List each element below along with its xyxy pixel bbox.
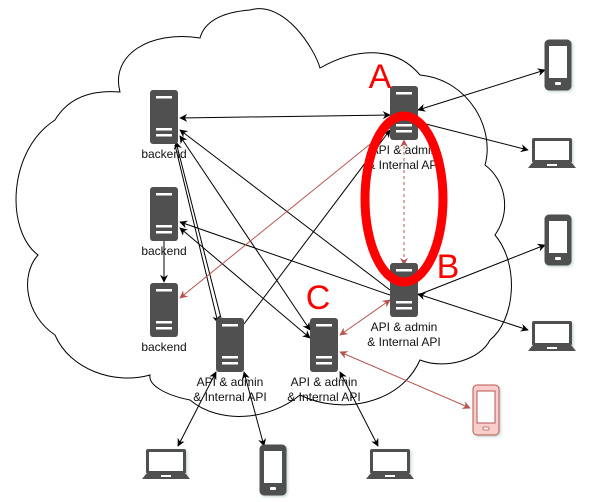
- server-slot: [156, 193, 172, 196]
- server-slot: [156, 128, 172, 131]
- node-phone3[interactable]: [472, 384, 500, 436]
- edges-layer: [160, 68, 546, 447]
- edge-apiD-phone4: [242, 371, 266, 447]
- node-label-line1: API & admin: [197, 375, 264, 389]
- node-backend1[interactable]: backend: [141, 90, 187, 161]
- node-apiD[interactable]: API & admin& Internal API: [193, 318, 267, 404]
- node-label: backend: [141, 340, 186, 354]
- node-phone4[interactable]: [259, 444, 287, 496]
- edge-apiA-laptop1: [417, 121, 529, 153]
- edge-apiB-laptop2: [417, 292, 529, 332]
- edge-apiA-backend1: [179, 111, 391, 122]
- node-label-line1: API & admin: [371, 320, 438, 334]
- node-label: backend: [141, 147, 186, 161]
- server-slot: [396, 124, 412, 127]
- node-laptop3[interactable]: [142, 449, 190, 479]
- server-slot: [396, 307, 412, 310]
- node-phone1[interactable]: [544, 39, 572, 91]
- server-slot: [316, 324, 332, 327]
- node-label: backend: [141, 244, 186, 258]
- edge-apiD-laptop3: [177, 371, 217, 447]
- server-slot: [156, 231, 172, 234]
- server-slot: [222, 356, 238, 359]
- server-slot: [156, 134, 172, 137]
- server-slot: [222, 362, 238, 365]
- laptop-screen: [535, 141, 569, 160]
- server-slot: [156, 96, 172, 99]
- node-phone2[interactable]: [544, 214, 572, 266]
- server-slot: [156, 225, 172, 228]
- edge-apiA-phone1: [417, 68, 546, 112]
- node-laptop2[interactable]: [528, 321, 576, 351]
- laptop-trackpad: [385, 475, 395, 477]
- server-slot: [396, 130, 412, 133]
- node-backend2[interactable]: backend: [141, 187, 187, 258]
- highlight-ellipse: [360, 111, 448, 287]
- node-label-line2: & Internal API: [367, 158, 440, 172]
- server-slot: [156, 327, 172, 330]
- laptop-trackpad: [547, 164, 557, 166]
- phone-screen: [549, 46, 567, 78]
- node-label-line2: & Internal API: [193, 390, 266, 404]
- phone-screen: [264, 451, 282, 483]
- laptop-trackpad: [161, 475, 171, 477]
- phone-screen: [549, 221, 567, 253]
- node-label-line1: API & admin: [291, 375, 358, 389]
- server-slot: [316, 362, 332, 365]
- laptop-trackpad: [547, 347, 557, 349]
- phone-button: [555, 82, 561, 85]
- node-laptop1[interactable]: [528, 138, 576, 168]
- node-backend3[interactable]: backend: [141, 283, 187, 354]
- node-laptop4[interactable]: [366, 449, 414, 479]
- edge-apiB-apiC: [339, 299, 391, 336]
- marker-a: A: [369, 58, 392, 96]
- edge-apiB-phone2: [417, 243, 546, 296]
- phone-button: [555, 257, 561, 260]
- node-label-line1: API & admin: [371, 143, 438, 157]
- phone-screen: [476, 390, 496, 424]
- edge-apiC-laptop4: [339, 371, 379, 447]
- laptop-screen: [149, 452, 183, 471]
- node-label-line2: & Internal API: [367, 335, 440, 349]
- server-slot: [156, 321, 172, 324]
- phone-button: [270, 487, 276, 490]
- node-label-line2: & Internal API: [287, 390, 360, 404]
- laptop-screen: [373, 452, 407, 471]
- server-slot: [156, 289, 172, 292]
- edge-apiA-backend3: [179, 127, 391, 299]
- server-slot: [396, 301, 412, 304]
- marker-b: B: [437, 248, 460, 286]
- marker-c: C: [306, 279, 331, 317]
- server-slot: [222, 324, 238, 327]
- server-slot: [396, 92, 412, 95]
- laptop-screen: [535, 324, 569, 343]
- edge-apiC-backend2: [179, 227, 311, 339]
- edge-apiC-phone3: [339, 351, 471, 409]
- server-slot: [316, 356, 332, 359]
- node-apiC[interactable]: API & admin& Internal API: [287, 318, 361, 404]
- server-slot: [396, 269, 412, 272]
- phone-button: [482, 426, 490, 431]
- cloud-outline: [15, 8, 512, 417]
